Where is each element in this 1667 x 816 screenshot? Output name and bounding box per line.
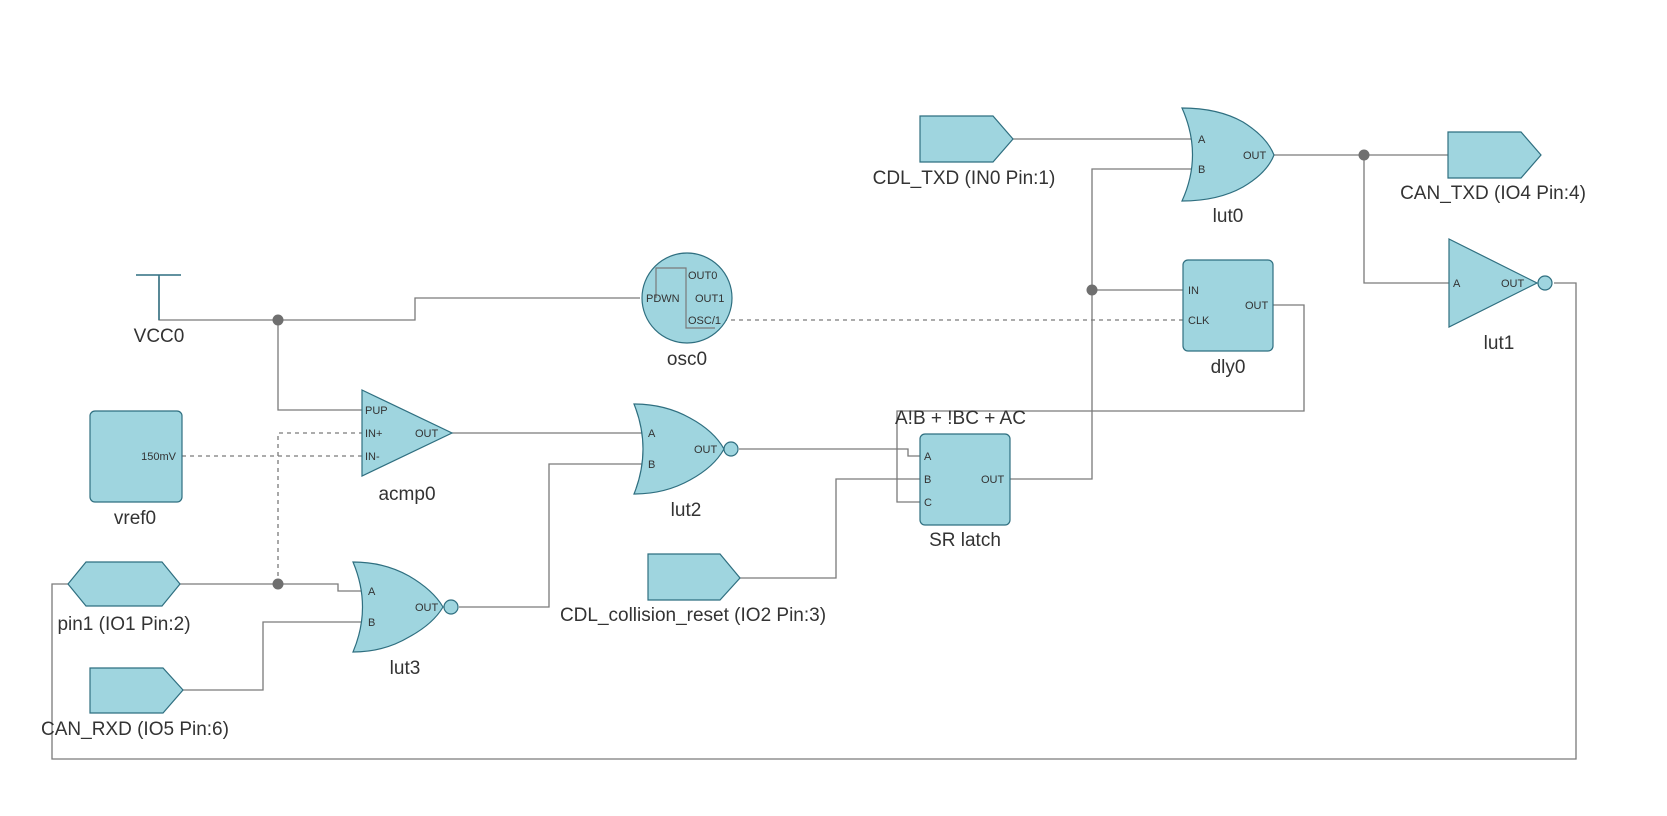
wire-dly0-out-to-sr-c[interactable]: [896, 304, 1305, 503]
dly0-pin-clk: CLK: [1188, 315, 1210, 327]
port-can-txd[interactable]: CAN_TXD (IO4 Pin:4): [1400, 131, 1586, 204]
dly0-pin-in: IN: [1188, 285, 1199, 297]
sr-latch-label: SR latch: [929, 530, 1001, 551]
vref0-value: 150mV: [141, 451, 177, 463]
acmp0-pin-in-minus: IN-: [365, 451, 380, 463]
lut0-pin-b: B: [1198, 164, 1205, 176]
sr-latch-equation: A!B + !BC + AC: [895, 408, 1026, 429]
sr-latch-pin-c: C: [924, 497, 932, 509]
lut2-pin-out: OUT: [694, 444, 718, 456]
vref0-label: vref0: [114, 508, 156, 529]
dly0-pin-out: OUT: [1245, 300, 1269, 312]
junction-dot: [1358, 149, 1370, 161]
lut3-gate[interactable]: A B OUT lut3: [352, 561, 459, 679]
junction-dot: [1086, 284, 1098, 296]
port-cdl-collision-reset-label: CDL_collision_reset (IO2 Pin:3): [560, 605, 826, 626]
junction-dot: [272, 314, 284, 326]
acmp0-comparator[interactable]: PUP IN+ IN- OUT acmp0: [361, 389, 454, 505]
osc0-pin-out1: OUT1: [695, 293, 724, 305]
lut0-gate[interactable]: A B OUT lut0: [1181, 107, 1275, 227]
sr-latch-pin-a: A: [924, 451, 932, 463]
port-cdl-txd-label: CDL_TXD (IN0 Pin:1): [873, 168, 1056, 189]
lut2-pin-a: A: [648, 428, 656, 440]
lut3-pin-a: A: [368, 586, 376, 598]
wire-vcc0-to-acmp0-pup[interactable]: [277, 320, 362, 411]
lut2-inverter-bubble: [723, 441, 739, 457]
lut3-pin-out: OUT: [415, 602, 439, 614]
lut1-pin-out: OUT: [1501, 278, 1525, 290]
lut2-pin-b: B: [648, 459, 655, 471]
junction-dot: [272, 578, 284, 590]
dly0-block[interactable]: IN CLK OUT dly0: [1182, 259, 1274, 378]
lut3-pin-b: B: [368, 617, 375, 629]
wire-can-rxd-to-lut3-b[interactable]: [182, 621, 362, 691]
acmp0-label: acmp0: [378, 484, 435, 505]
wire-pin1-to-lut3-a[interactable]: [180, 583, 362, 592]
lut1-label: lut1: [1484, 333, 1515, 354]
acmp0-pin-in-plus: IN+: [365, 428, 382, 440]
lut1-inverter[interactable]: A OUT lut1: [1448, 238, 1553, 354]
vref0-block[interactable]: 150mV vref0: [89, 410, 183, 529]
sr-latch-block[interactable]: A!B + !BC + AC A B C OUT SR latch: [895, 408, 1026, 551]
lut0-pin-a: A: [1198, 134, 1206, 146]
port-can-txd-label: CAN_TXD (IO4 Pin:4): [1400, 183, 1586, 204]
lut3-inverter-bubble: [443, 599, 459, 615]
port-pin1-label: pin1 (IO1 Pin:2): [57, 614, 190, 635]
port-can-rxd-label: CAN_RXD (IO5 Pin:6): [41, 719, 229, 740]
wire-lut1-out-to-pin1[interactable]: [51, 282, 1577, 760]
junctions: [272, 149, 1370, 590]
lut1-pin-a: A: [1453, 278, 1461, 290]
wire-vcc0-net[interactable]: [158, 277, 640, 321]
wire-lut0-out-to-lut1-a[interactable]: [1363, 155, 1449, 284]
vcc0-symbol[interactable]: VCC0: [134, 274, 185, 347]
wire-sr-out-to-lut0-b[interactable]: [1010, 168, 1192, 480]
osc0-pin-pdwn: PDWN: [646, 293, 680, 305]
wire-lut3-out-to-lut2-b[interactable]: [459, 463, 643, 608]
sr-latch-pin-b: B: [924, 474, 931, 486]
osc0-label: osc0: [667, 349, 707, 370]
port-can-rxd[interactable]: CAN_RXD (IO5 Pin:6): [41, 667, 229, 740]
wire-pin1-to-acmp0-in-plus[interactable]: [277, 432, 362, 584]
lut1-inverter-bubble: [1537, 275, 1553, 291]
osc0-oscillator[interactable]: PDWN OUT0 OUT1 OSC/1 osc0: [641, 252, 733, 370]
acmp0-pin-pup: PUP: [365, 405, 388, 417]
lut2-gate[interactable]: A B OUT lut2: [633, 403, 739, 521]
osc0-pin-osc: OSC/1: [688, 315, 721, 327]
wires: [51, 138, 1577, 760]
lut3-label: lut3: [390, 658, 421, 679]
dly0-label: dly0: [1211, 357, 1246, 378]
port-pin1[interactable]: pin1 (IO1 Pin:2): [57, 561, 191, 635]
port-cdl-txd[interactable]: CDL_TXD (IN0 Pin:1): [873, 115, 1056, 189]
wire-lut2-out-to-sr-a[interactable]: [739, 448, 920, 457]
vcc0-label: VCC0: [134, 326, 185, 347]
lut2-label: lut2: [671, 500, 702, 521]
wire-cdl-collision-reset-to-sr-b[interactable]: [740, 478, 920, 579]
lut0-pin-out: OUT: [1243, 150, 1267, 162]
oscillator-wave-icon: [655, 267, 715, 329]
osc0-pin-out0: OUT0: [688, 270, 717, 282]
acmp0-pin-out: OUT: [415, 428, 439, 440]
port-cdl-collision-reset[interactable]: CDL_collision_reset (IO2 Pin:3): [560, 553, 826, 626]
lut0-label: lut0: [1213, 206, 1244, 227]
sr-latch-pin-out: OUT: [981, 474, 1005, 486]
